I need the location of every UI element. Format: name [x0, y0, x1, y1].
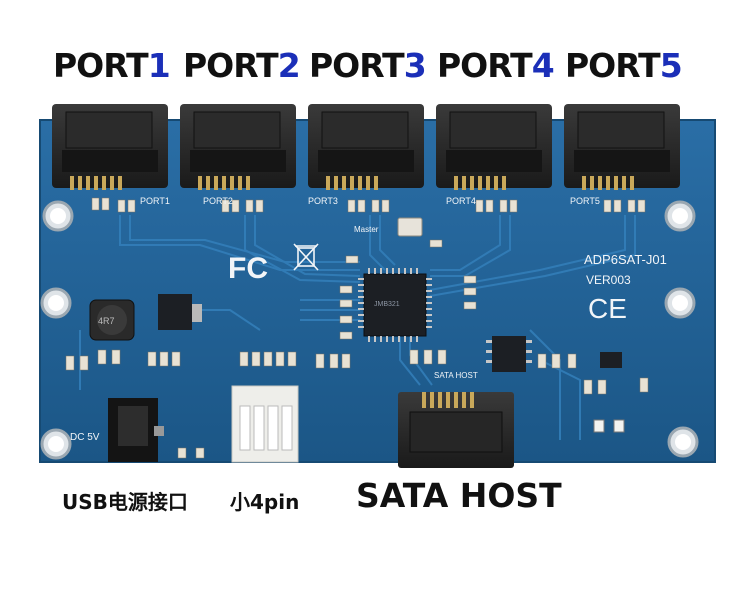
eeprom-chip — [486, 336, 532, 372]
port-label-5: PORT5 — [565, 46, 683, 85]
dc-barrel-jack — [108, 398, 164, 462]
silk-dc: DC 5V — [70, 432, 100, 443]
port-label-2: PORT2 — [183, 46, 301, 85]
port-label-4: PORT4 — [437, 46, 555, 85]
voltage-regulator — [158, 294, 192, 330]
silk-port3: PORT3 — [308, 196, 338, 206]
silk-sata-host: SATA HOST — [434, 371, 478, 380]
caption-small-4pin: 小4pin — [230, 490, 300, 514]
chip-marking: JMB321 — [374, 301, 400, 308]
silk-model: ADP6SAT-J01 — [584, 252, 667, 267]
sata-connector-3 — [308, 104, 424, 190]
silk-master: Master — [354, 225, 379, 234]
sata-host-connector — [398, 392, 514, 468]
sata-connector-5 — [564, 104, 680, 190]
port-label-3: PORT3 — [309, 46, 427, 85]
caption-sata-host: SATA HOST — [356, 476, 562, 515]
silk-port5: PORT5 — [570, 196, 600, 206]
mounting-holes — [40, 200, 699, 460]
caption-usb-power: USB电源接口 — [62, 490, 188, 514]
silk-port4: PORT4 — [446, 196, 476, 206]
led-2 — [613, 419, 625, 433]
inductor-code: 4R7 — [98, 316, 115, 326]
sata-connector-4 — [436, 104, 552, 190]
silk-version: VER003 — [586, 273, 631, 287]
small-4pin-connector — [231, 385, 299, 463]
weee-bin-icon — [293, 243, 319, 271]
controller-chip — [358, 268, 432, 342]
sata-connector-2 — [180, 104, 296, 190]
led-1 — [593, 419, 605, 433]
sata-connector-1 — [52, 104, 168, 190]
inductor — [89, 299, 135, 341]
silk-port1: PORT1 — [140, 196, 170, 206]
crystal-oscillator — [397, 217, 423, 237]
transistor — [600, 352, 622, 368]
port-label-1: PORT1 — [53, 46, 171, 85]
ce-mark: CE — [588, 293, 627, 324]
fcc-mark: FC — [228, 252, 268, 285]
smd-components — [65, 197, 649, 459]
silk-port2: PORT2 — [203, 196, 233, 206]
